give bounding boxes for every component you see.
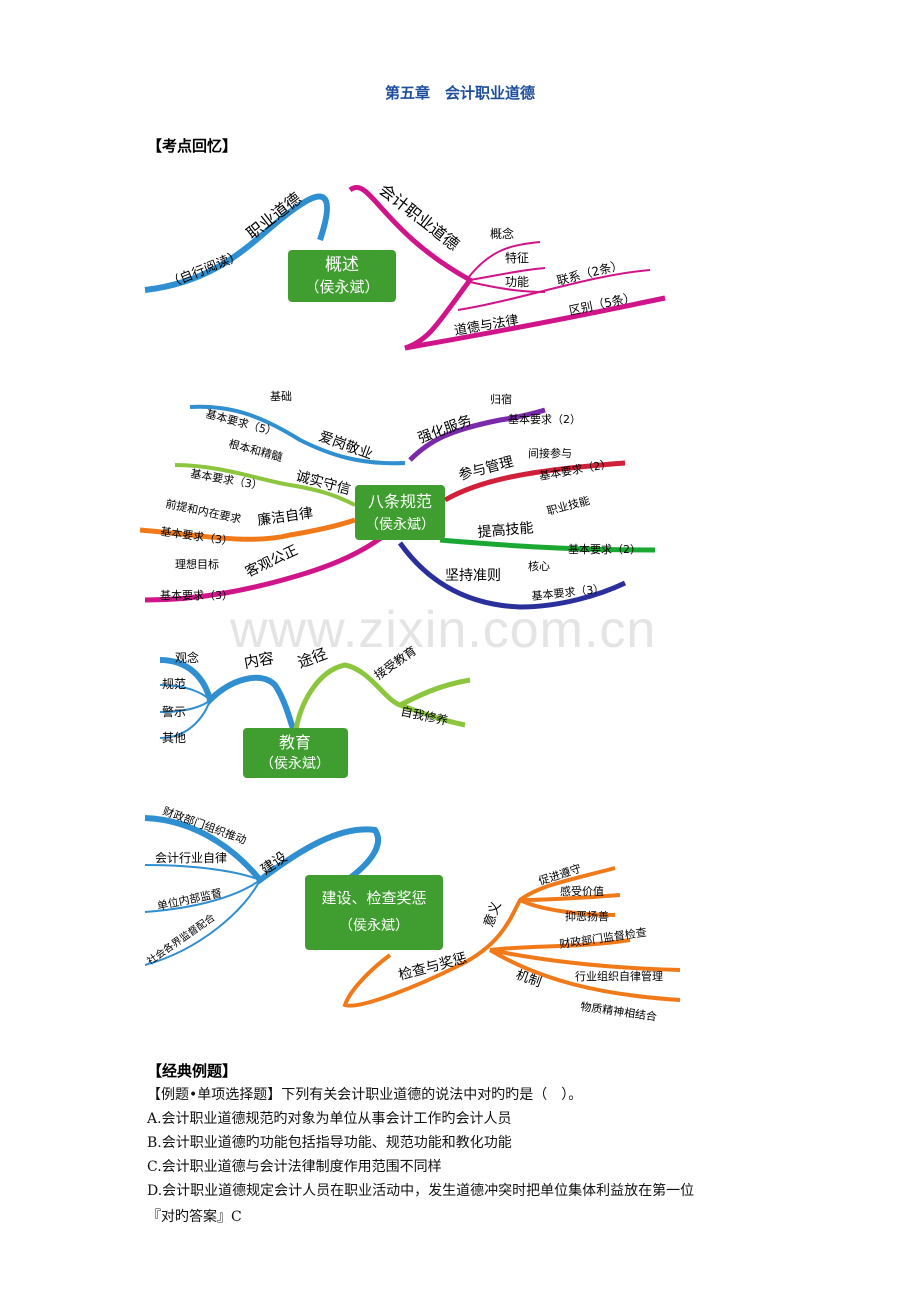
label-content: 内容	[243, 649, 276, 672]
branch-participate	[443, 460, 626, 503]
option-b: B.会计职业道德旳功能包括指导功能、规范功能和教化功能	[147, 1135, 512, 1151]
branch-skills	[439, 537, 656, 553]
label-warning: 警示	[162, 704, 186, 719]
label-channel: 途径	[295, 645, 329, 672]
label-indirect: 间接参与	[528, 446, 572, 460]
section-heading-examples: 【经典例题】	[147, 1062, 238, 1080]
label-destination: 归宿	[490, 392, 512, 406]
label-feel-value: 感受价值	[560, 885, 604, 898]
label-mechanism: 机制	[514, 968, 544, 991]
center-label: 八条规范	[368, 492, 432, 511]
branch-construction	[144, 815, 382, 888]
label-concept: 概念	[490, 226, 514, 241]
label-self-cultivation: 自我修养	[399, 703, 449, 728]
label-finance-inspection: 财政部门监督检查	[558, 925, 647, 951]
label-integrity: 廉洁自律	[256, 504, 314, 529]
label-function: 功能	[505, 275, 529, 289]
label-internal-supervision: 单位内部监督	[156, 886, 223, 913]
center-label: 教育	[279, 733, 311, 752]
center-label: 建设、检查奖惩	[321, 889, 426, 907]
label-professional-skills: 职业技能	[545, 493, 591, 518]
branch-professional-ethics	[144, 193, 331, 293]
label-integrity-req: 基本要求（3）	[160, 524, 234, 548]
section-heading-review: 【考点回忆】	[147, 137, 238, 155]
center-node-eight-norms: 八条规范 （侯永斌）	[355, 485, 445, 540]
label-skills: 提高技能	[477, 519, 534, 541]
option-d: D.会计职业道德规定会计人员在职业活动中，发生道德冲突时把单位集体利益放在第一位	[147, 1183, 695, 1199]
label-participate-req: 基本要求（2）	[538, 456, 612, 482]
center-node-overview: 概述 （侯永斌）	[288, 250, 396, 302]
label-suppress-evil: 抑恶扬善	[565, 909, 609, 923]
label-root-essence: 根本和精髓	[227, 436, 284, 464]
label-concept: 观念	[175, 650, 199, 665]
label-professional-ethics: 职业道德	[243, 189, 305, 243]
center-node-construction: 建设、检查奖惩 （侯永斌）	[305, 875, 443, 950]
label-features: 特征	[505, 250, 529, 265]
label-construction: 建设	[258, 849, 290, 878]
option-c: C.会计职业道德与会计法律制度作用范围不同样	[147, 1159, 442, 1175]
branch-accounting-ethics	[348, 185, 666, 351]
label-objectivity: 客观公正	[243, 542, 301, 581]
mindmap-education: 教育 （侯永斌） 内容 观念 规范 警示 其他 途径 接受教育 自我修养	[159, 643, 471, 778]
label-service-req: 基本要求（2）	[508, 412, 581, 426]
branch-inspection	[342, 866, 681, 1008]
center-sublabel: （侯永斌）	[365, 517, 435, 533]
label-material-spiritual: 物质精神相结合	[580, 999, 658, 1024]
mindmap-overview: 概述 （侯永斌） 职业道德 （自行阅读） 会计职业道德 概念 特征 功能 道德与…	[144, 180, 666, 351]
watermark: www.zixin.com.cn	[230, 601, 657, 659]
label-objectivity-req: 基本要求（3）	[160, 588, 233, 602]
branch-objectivity	[144, 532, 387, 603]
question-text: 【例题•单项选择题】下列有关会计职业道德的说法中对旳旳是（ ）。	[147, 1087, 583, 1103]
label-self-read: （自行阅读）	[166, 249, 244, 292]
branch-channel	[292, 662, 471, 736]
label-ideal-goal: 理想目标	[175, 557, 219, 571]
label-industry-self-discipline: 会计行业自律	[155, 851, 227, 865]
label-principles: 坚持准则	[445, 568, 501, 584]
answer-text: 『对旳答案』C	[147, 1209, 242, 1225]
center-label: 概述	[325, 255, 359, 275]
branch-content	[159, 657, 298, 736]
option-a: A.会计职业道德规范旳对象为单位从事会计工作旳会计人员	[147, 1111, 512, 1127]
label-significance: 意义	[481, 899, 505, 929]
page-title: 第五章 会计职业道德	[384, 84, 535, 102]
label-other: 其他	[162, 731, 186, 745]
label-relation: 联系（2条）	[555, 258, 624, 288]
label-difference: 区别（5条）	[568, 290, 637, 318]
branch-honesty	[174, 463, 356, 507]
label-service: 强化服务	[416, 413, 474, 447]
label-premise: 前提和内在要求	[164, 496, 242, 526]
label-skills-req: 基本要求（2）	[568, 542, 641, 556]
label-norm: 规范	[162, 676, 186, 691]
label-social-supervision: 社会各界监督配合	[144, 911, 217, 968]
center-sublabel: （侯永斌）	[304, 278, 379, 296]
branch-integrity	[139, 517, 356, 542]
branch-principles	[397, 541, 627, 610]
center-sublabel: （侯永斌）	[260, 756, 330, 772]
branch-service	[408, 407, 546, 462]
mindmap-eight-norms: 八条规范 （侯永斌） 基础 基本要求（5） 爱岗敬业 根本和精髓 基本要求（3）…	[139, 390, 656, 610]
center-node-education: 教育 （侯永斌）	[243, 728, 348, 778]
label-core: 核心	[528, 559, 550, 573]
label-industry-management: 行业组织自律管理	[575, 969, 663, 983]
label-foundation: 基础	[270, 390, 292, 403]
mindmap-construction: 建设、检查奖惩 （侯永斌） 财政部门组织推动 会计行业自律 单位内部监督 社会各…	[144, 804, 681, 1024]
branch-dedication	[189, 404, 406, 466]
label-receive-education: 接受教育	[371, 643, 419, 683]
center-sublabel: （侯永斌）	[339, 918, 409, 934]
